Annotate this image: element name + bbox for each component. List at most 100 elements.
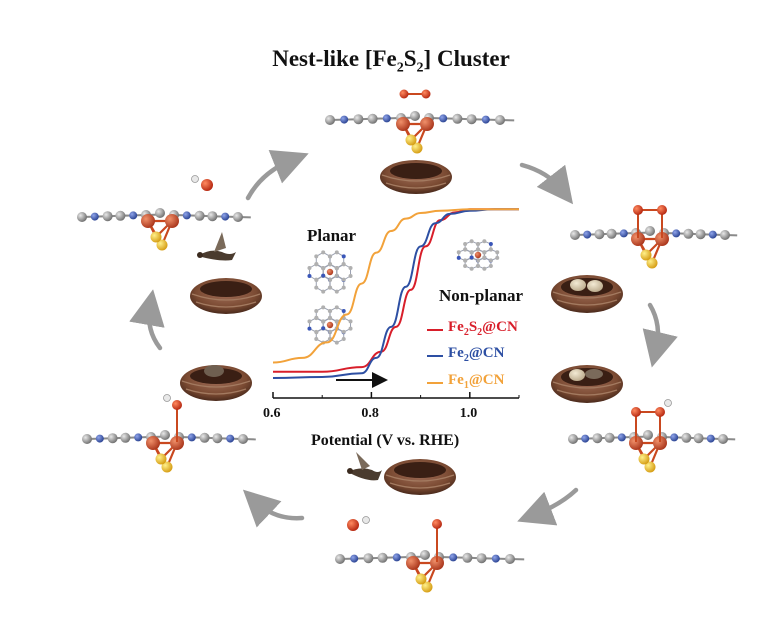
s-atom	[405, 134, 417, 146]
c-atom	[107, 433, 118, 444]
legend-swatch-fe2	[427, 355, 443, 357]
o-atom	[631, 407, 641, 417]
h-atom	[163, 394, 171, 402]
c-atom	[643, 430, 653, 440]
planar-molecule-1	[307, 250, 353, 294]
c-atom	[570, 230, 580, 240]
c-atom	[115, 210, 126, 221]
n-atom	[90, 212, 99, 221]
c-atom	[238, 434, 248, 444]
o-atom	[172, 400, 182, 410]
c-atom	[456, 250, 461, 255]
x-tick-label: 0.6	[263, 406, 281, 421]
s-atom	[156, 239, 168, 251]
n-atom	[583, 230, 592, 239]
cycle-arrow-bottom-left	[242, 489, 305, 528]
n-atom	[226, 434, 235, 443]
n-atom	[221, 212, 230, 221]
bird-bottom	[347, 452, 382, 481]
n-atom	[617, 433, 626, 442]
legend-label-fe2s2: Fe2S2@CN	[448, 319, 518, 338]
c-atom	[328, 285, 333, 290]
c-atom	[594, 229, 605, 240]
c-atom	[314, 316, 319, 321]
nests	[180, 160, 623, 495]
c-atom	[314, 329, 319, 334]
fe-atom	[420, 117, 434, 131]
s-atom	[415, 573, 427, 585]
c-atom	[325, 115, 335, 125]
legend-swatch-fe1	[427, 382, 443, 384]
c-atom	[328, 277, 333, 282]
planar-molecule-2	[307, 305, 353, 345]
c-atom	[645, 226, 655, 236]
s-atom	[644, 461, 656, 473]
c-atom	[77, 212, 87, 222]
nest-bottom	[384, 459, 456, 495]
c-atom	[476, 258, 481, 263]
nonplanar-label: Non-planar	[439, 286, 524, 305]
c-atom	[348, 326, 353, 331]
fe-atom	[655, 232, 669, 246]
cycle-arrow-top-left	[245, 149, 309, 201]
n-atom	[581, 434, 590, 443]
o-atom	[432, 519, 442, 529]
c-atom	[452, 113, 463, 124]
cluster-left-top	[77, 175, 251, 251]
c-atom	[505, 554, 515, 564]
c-atom	[476, 553, 487, 564]
c-atom	[321, 250, 326, 255]
c-atom	[463, 258, 468, 263]
x-tick-label: 1.0	[459, 406, 478, 421]
h-atom	[362, 516, 370, 524]
c-atom	[328, 316, 333, 321]
c-atom	[314, 337, 319, 342]
c-atom	[718, 434, 728, 444]
s-atom	[150, 231, 162, 243]
fe-atom	[326, 321, 334, 329]
c-atom	[102, 211, 113, 222]
c-atom	[469, 239, 474, 244]
c-atom	[334, 289, 339, 294]
lsv-chart	[272, 208, 520, 399]
c-atom	[476, 242, 481, 247]
c-atom	[495, 255, 500, 260]
c-atom	[693, 433, 704, 444]
c-atom	[328, 329, 333, 334]
nest-right-bottom	[551, 365, 623, 403]
c-atom	[482, 239, 487, 244]
c-atom	[120, 432, 131, 443]
c-atom	[681, 432, 692, 443]
c-atom	[469, 250, 474, 255]
c-atom	[463, 247, 468, 252]
n-atom	[382, 114, 391, 123]
fe-atom	[326, 268, 334, 276]
n-atom	[182, 211, 191, 220]
c-atom	[420, 550, 430, 560]
c-atom	[212, 433, 223, 444]
o-atom	[657, 205, 667, 215]
c-atom	[695, 229, 706, 240]
n-atom	[321, 326, 326, 331]
c-atom	[334, 266, 339, 271]
series-line-fe1	[272, 208, 519, 364]
c-atom	[314, 285, 319, 290]
c-atom	[462, 552, 473, 563]
n-atom	[481, 115, 490, 124]
c-atom	[341, 329, 346, 334]
c-atom	[488, 263, 493, 268]
c-atom	[367, 113, 378, 124]
o-atom	[633, 205, 643, 215]
c-atom	[482, 255, 487, 260]
c-atom	[314, 262, 319, 267]
c-atom	[233, 212, 243, 222]
cluster-right-bottom	[568, 399, 736, 473]
c-atom	[495, 250, 500, 255]
c-atom	[606, 228, 617, 239]
c-atom	[377, 552, 388, 563]
o-atom	[655, 407, 665, 417]
cluster-bottom	[335, 516, 525, 593]
c-atom	[341, 277, 346, 282]
c-atom	[160, 430, 170, 440]
fe-atom	[631, 232, 645, 246]
